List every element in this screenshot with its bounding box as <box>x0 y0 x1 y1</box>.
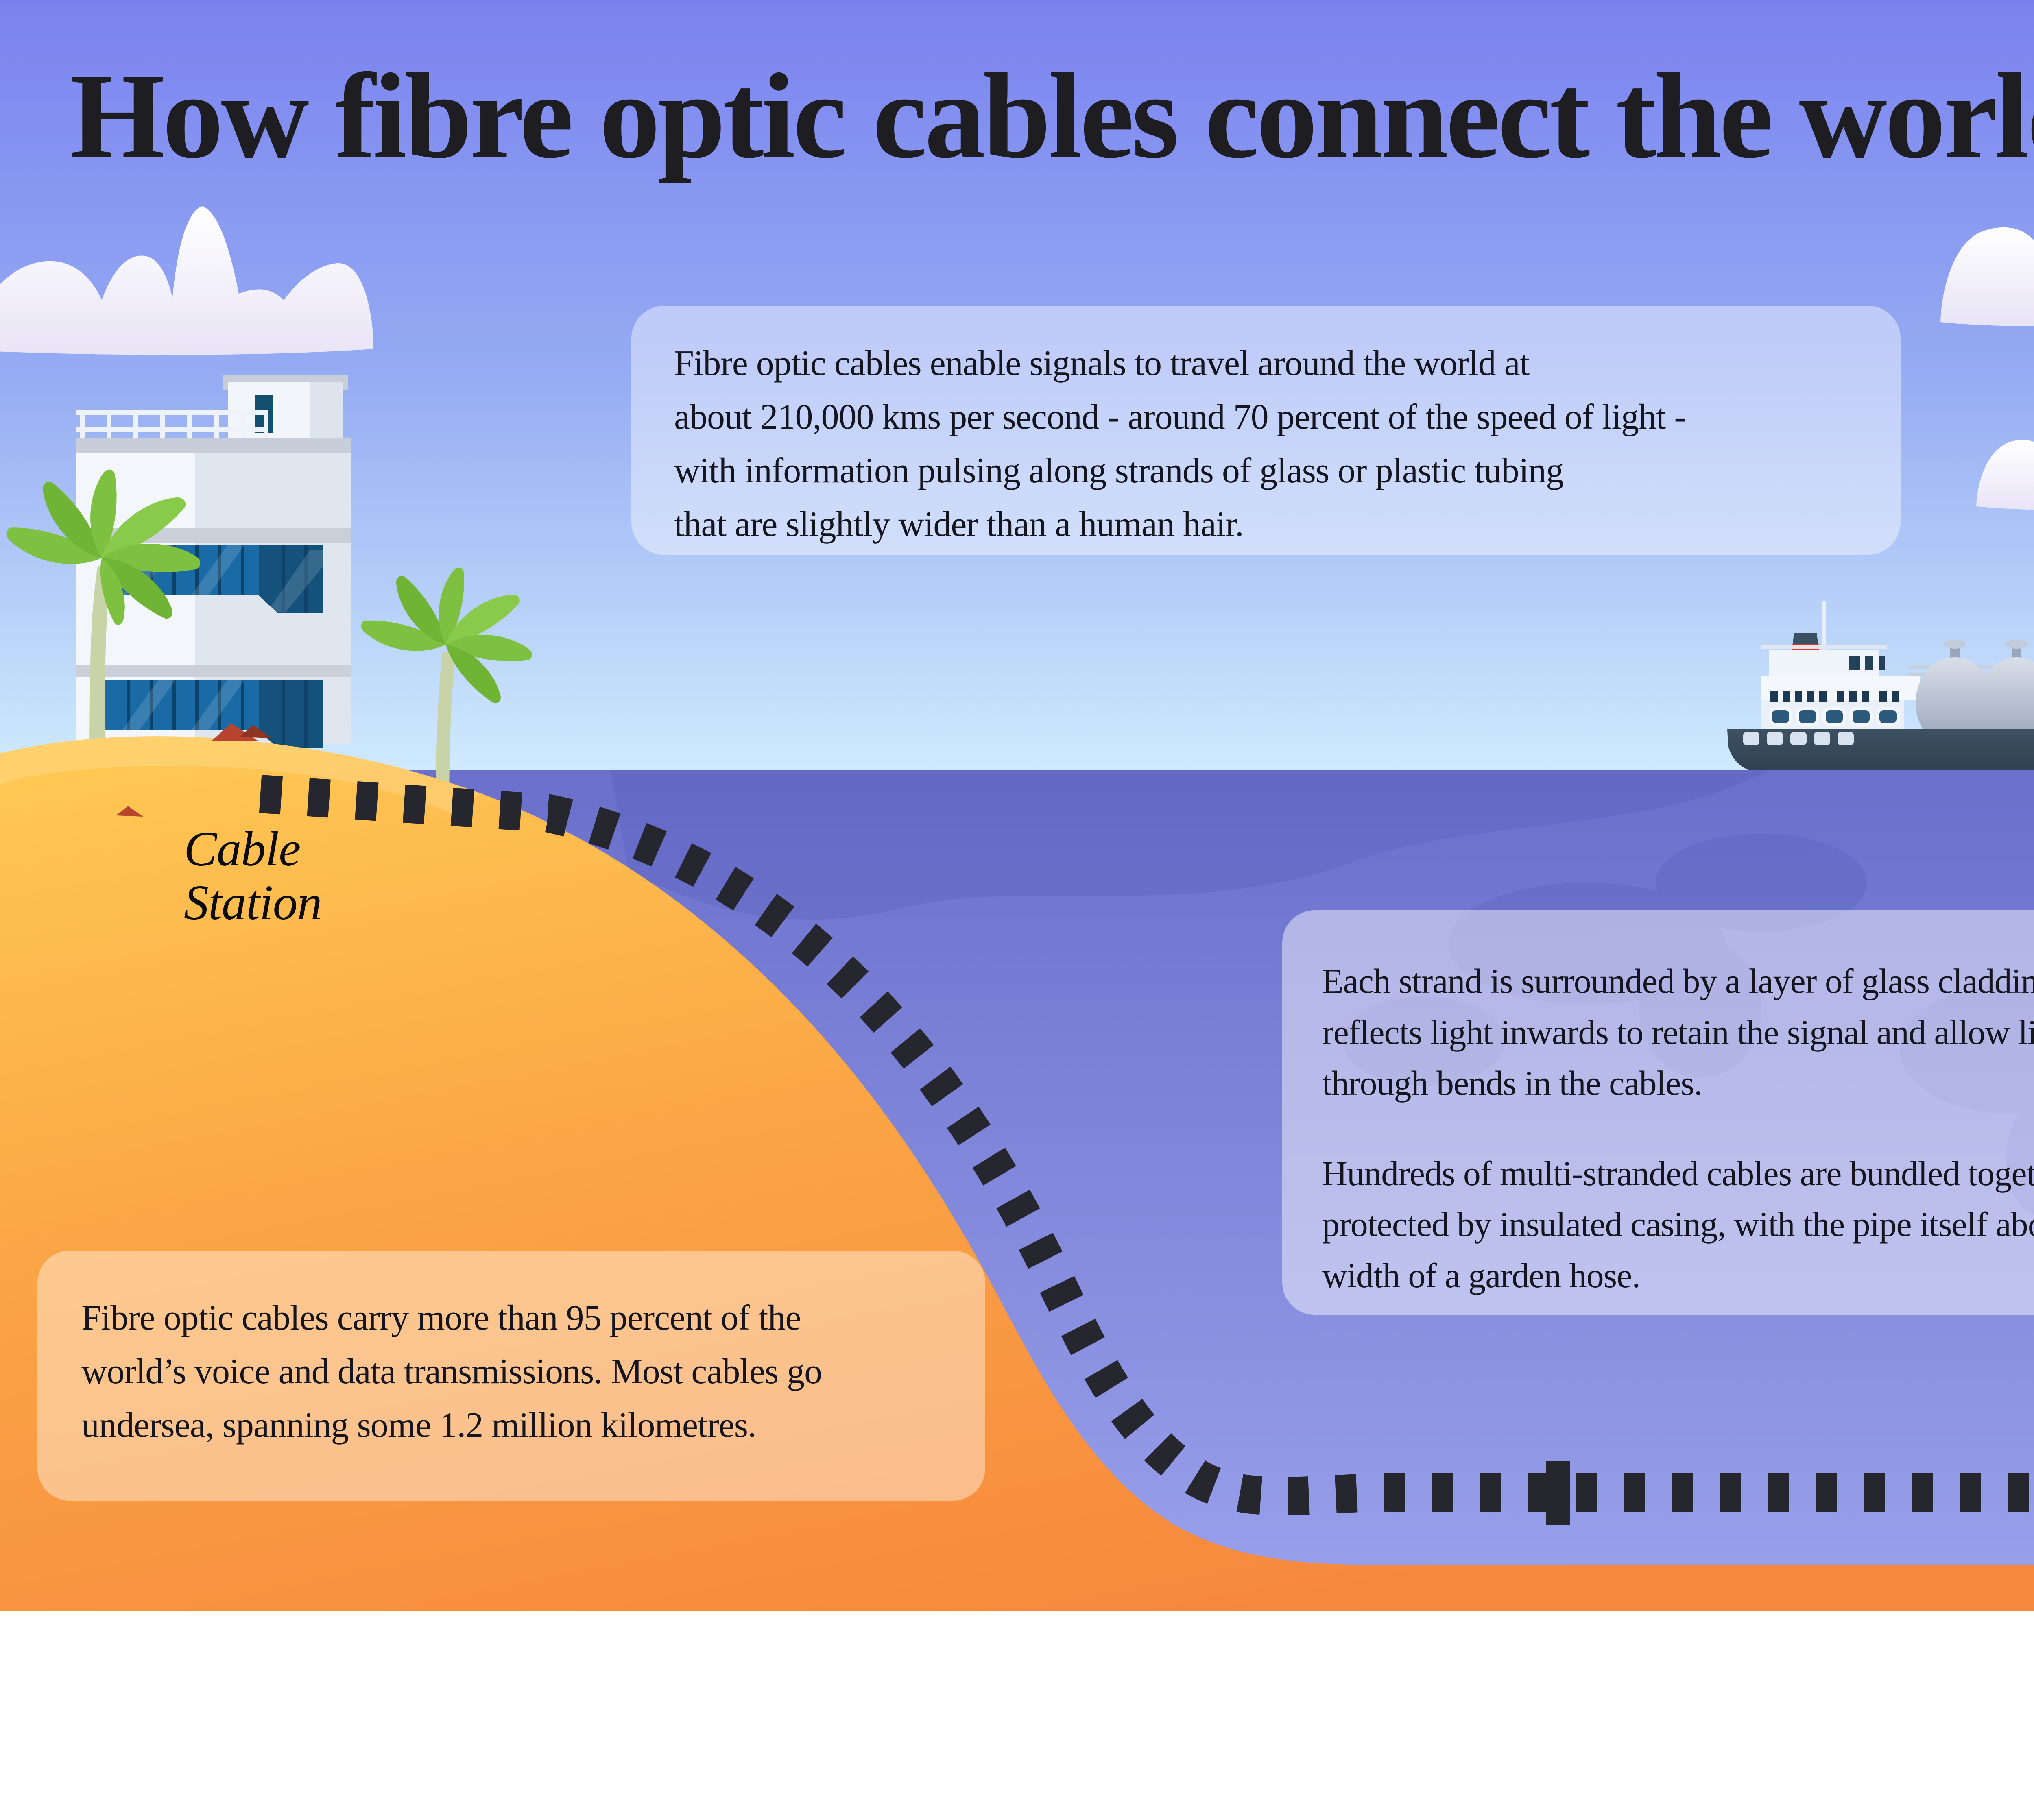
info-line: Fibre optic cables enable signals to tra… <box>674 344 1530 383</box>
cable-station-label-line: Cable <box>184 822 301 876</box>
cloud-icon <box>1976 440 2034 510</box>
info-line: Hundreds of multi-stranded cables are bu… <box>1322 1153 2034 1193</box>
sand-dune <box>0 736 2034 1614</box>
info-line: undersea, spanning some 1.2 million kilo… <box>81 1406 757 1445</box>
cloud-icon <box>1940 227 2034 327</box>
dune-highlight <box>0 736 480 815</box>
info-line: Each strand is surrounded by a layer of … <box>1322 961 2034 1000</box>
cable-station-label-line: Station <box>184 875 322 930</box>
page-title: How fibre optic cables connect the world <box>70 48 2034 183</box>
info-box-speed: Fibre optic cables enable signals to tra… <box>631 306 1901 555</box>
clouds <box>0 206 2034 510</box>
cable-station-label: Cable Station <box>184 822 322 930</box>
cable-joint <box>1546 1461 1570 1525</box>
info-line: Fibre optic cables carry more than 95 pe… <box>81 1298 801 1338</box>
info-line: reflects light inwards to retain the sig… <box>1322 1012 2034 1052</box>
info-line: width of a garden hose. <box>1322 1255 1641 1295</box>
info-line: about 210,000 kms per second - around 70… <box>674 397 1686 437</box>
info-line: that are slightly wider than a human hai… <box>674 505 1244 544</box>
info-line: with information pulsing along strands o… <box>674 451 1564 490</box>
palm-tree-icon <box>2 467 202 775</box>
lng-tanker-ship-icon <box>1727 601 2034 774</box>
rocks <box>116 723 272 817</box>
info-box-capacity: Fibre optic cables carry more than 95 pe… <box>37 1251 985 1501</box>
info-line: through bends in the cables. <box>1322 1064 1703 1103</box>
info-line: protected by insulated casing, with the … <box>1322 1205 2034 1244</box>
info-box-cladding: Each strand is surrounded by a layer of … <box>1282 910 2034 1315</box>
cloud-icon <box>0 206 373 355</box>
seafloor-shadows <box>610 770 2034 1215</box>
info-line: world’s voice and data transmissions. Mo… <box>81 1352 822 1391</box>
footer: Source: Lifewire.com, The Atlantic, BBC,… <box>0 1611 2034 1820</box>
